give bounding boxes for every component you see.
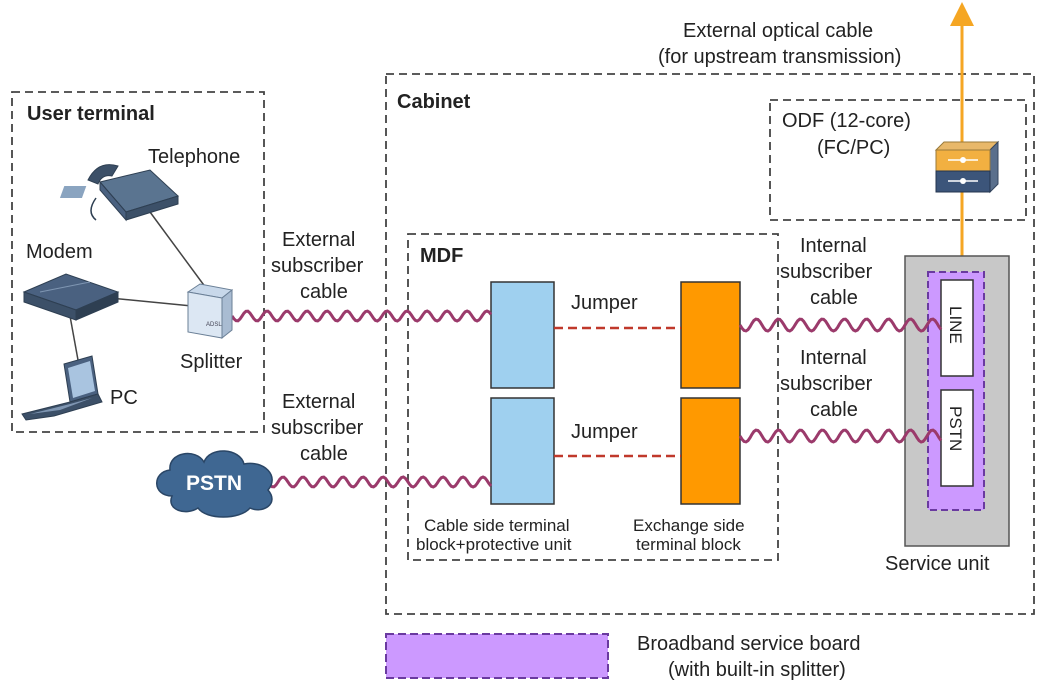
cable-side-label-line2: block+protective unit bbox=[416, 535, 572, 554]
internal-cable-label-2: Internal subscriber cable bbox=[780, 347, 873, 421]
pc-wire bbox=[69, 315, 79, 361]
modem-icon bbox=[22, 273, 120, 321]
legend-label-line2: (with built-in splitter) bbox=[668, 659, 846, 681]
pstn-cloud-icon bbox=[156, 450, 273, 518]
splitter-label: Splitter bbox=[180, 351, 243, 373]
line-port bbox=[940, 279, 974, 377]
telephone-icon bbox=[59, 164, 179, 222]
jumper-label-1: Jumper bbox=[571, 292, 638, 314]
pc-icon bbox=[21, 355, 103, 421]
jumper-label-2: Jumper bbox=[571, 421, 638, 443]
external-subscriber-cable-2 bbox=[266, 475, 493, 489]
modem-label: Modem bbox=[26, 241, 93, 263]
legend-label-line1: Broadband service board bbox=[637, 633, 860, 655]
odf-label-line2: (FC/PC) bbox=[817, 137, 890, 159]
svg-text:cable: cable bbox=[810, 399, 858, 421]
svg-text:ADSL: ADSL bbox=[206, 322, 222, 328]
telephone-label: Telephone bbox=[148, 146, 240, 168]
cabinet-label: Cabinet bbox=[397, 91, 471, 113]
svg-text:Internal: Internal bbox=[800, 347, 867, 369]
line-port-label: LINE bbox=[946, 306, 965, 344]
exchange-side-label-line1: Exchange side bbox=[633, 516, 745, 535]
svg-text:Internal: Internal bbox=[800, 235, 867, 257]
cable-side-block-top bbox=[490, 281, 555, 389]
exchange-side-block-bottom bbox=[680, 397, 741, 505]
pstn-port bbox=[940, 389, 974, 487]
optical-label-line1: External optical cable bbox=[683, 20, 873, 42]
legend-swatch bbox=[385, 633, 609, 679]
pstn-port-label: PSTN bbox=[946, 406, 965, 451]
user-terminal-label: User terminal bbox=[27, 103, 155, 125]
cable-side-block-bottom bbox=[490, 397, 555, 505]
cabinet-box bbox=[385, 73, 1035, 615]
internal-subscriber-cable-2 bbox=[738, 428, 943, 444]
internal-subscriber-cable-1 bbox=[738, 317, 943, 333]
odf-box bbox=[769, 99, 1027, 221]
svg-text:subscriber: subscriber bbox=[780, 261, 873, 283]
svg-text:subscriber: subscriber bbox=[780, 373, 873, 395]
pstn-cloud-label: PSTN bbox=[186, 472, 242, 495]
internal-cable-label-1: Internal subscriber cable bbox=[780, 235, 873, 309]
svg-text:cable: cable bbox=[300, 443, 348, 465]
external-subscriber-cable-1 bbox=[230, 309, 493, 323]
exchange-side-block-top bbox=[680, 281, 741, 389]
svg-text:subscriber: subscriber bbox=[271, 417, 364, 439]
exchange-side-label-line2: terminal block bbox=[636, 535, 741, 554]
pc-label: PC bbox=[110, 387, 138, 409]
mdf-box bbox=[407, 233, 779, 561]
svg-text:cable: cable bbox=[300, 281, 348, 303]
optical-label-line2: (for upstream transmission) bbox=[658, 46, 901, 68]
svg-text:subscriber: subscriber bbox=[271, 255, 364, 277]
svg-text:External: External bbox=[282, 229, 355, 251]
svg-text:External: External bbox=[282, 391, 355, 413]
cable-side-label-line1: Cable side terminal bbox=[424, 516, 570, 535]
service-unit-label: Service unit bbox=[885, 553, 990, 575]
odf-icon bbox=[934, 140, 1000, 194]
modem-wire bbox=[109, 297, 193, 307]
telephone-wire bbox=[149, 211, 207, 289]
odf-label-line1: ODF (12-core) bbox=[782, 110, 911, 132]
external-cable-label-1: External subscriber cable bbox=[271, 229, 364, 303]
mdf-label: MDF bbox=[420, 245, 463, 267]
external-cable-label-2: External subscriber cable bbox=[271, 391, 364, 465]
splitter-icon: ADSL bbox=[186, 283, 234, 340]
user-terminal-box bbox=[11, 91, 265, 433]
svg-text:cable: cable bbox=[810, 287, 858, 309]
